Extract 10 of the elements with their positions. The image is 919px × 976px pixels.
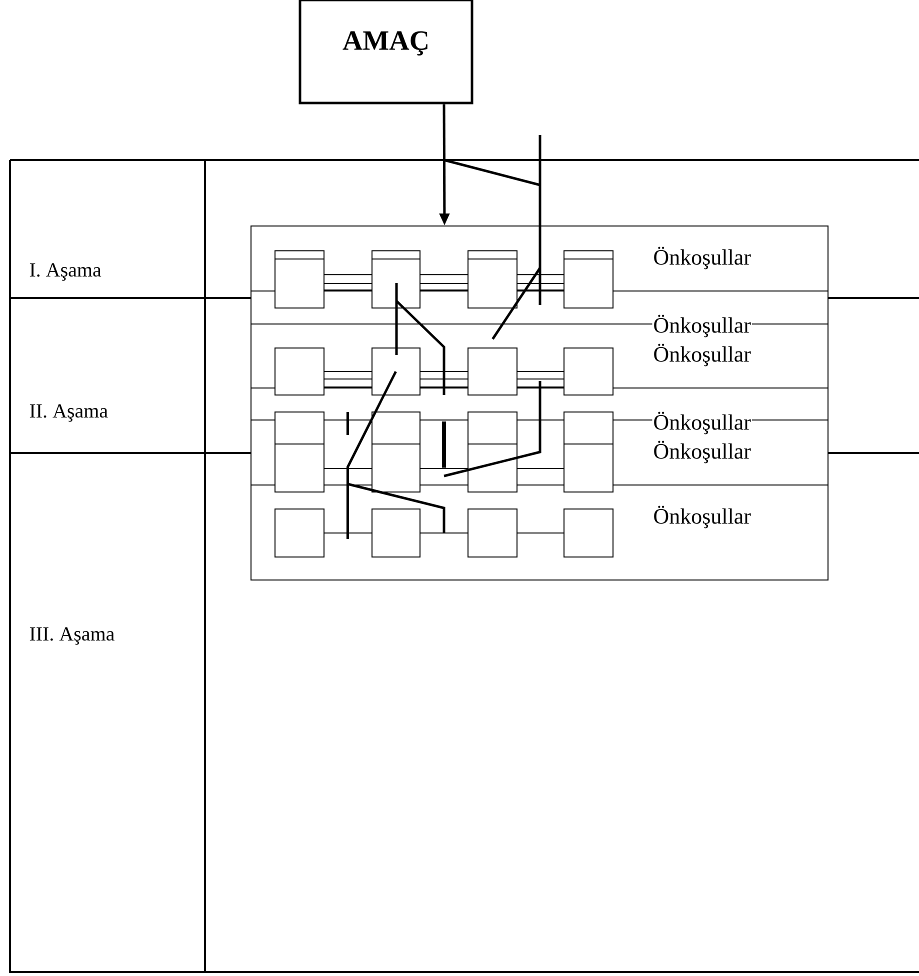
- goal-box: AMAÇ: [298, 0, 474, 104]
- condition-label: Önkoşullar: [652, 504, 752, 530]
- condition-label: Önkoşullar: [652, 410, 752, 436]
- stage-label: I. Aşama: [28, 262, 102, 282]
- stage-label: III. Aşama: [28, 626, 116, 646]
- condition-label: Önkoşullar: [652, 246, 752, 270]
- stage-label: II. Aşama: [28, 403, 110, 423]
- condition-label: Önkoşullar: [652, 440, 752, 464]
- condition-label: Önkoşullar: [652, 314, 752, 338]
- condition-label: Önkoşullar: [652, 342, 752, 368]
